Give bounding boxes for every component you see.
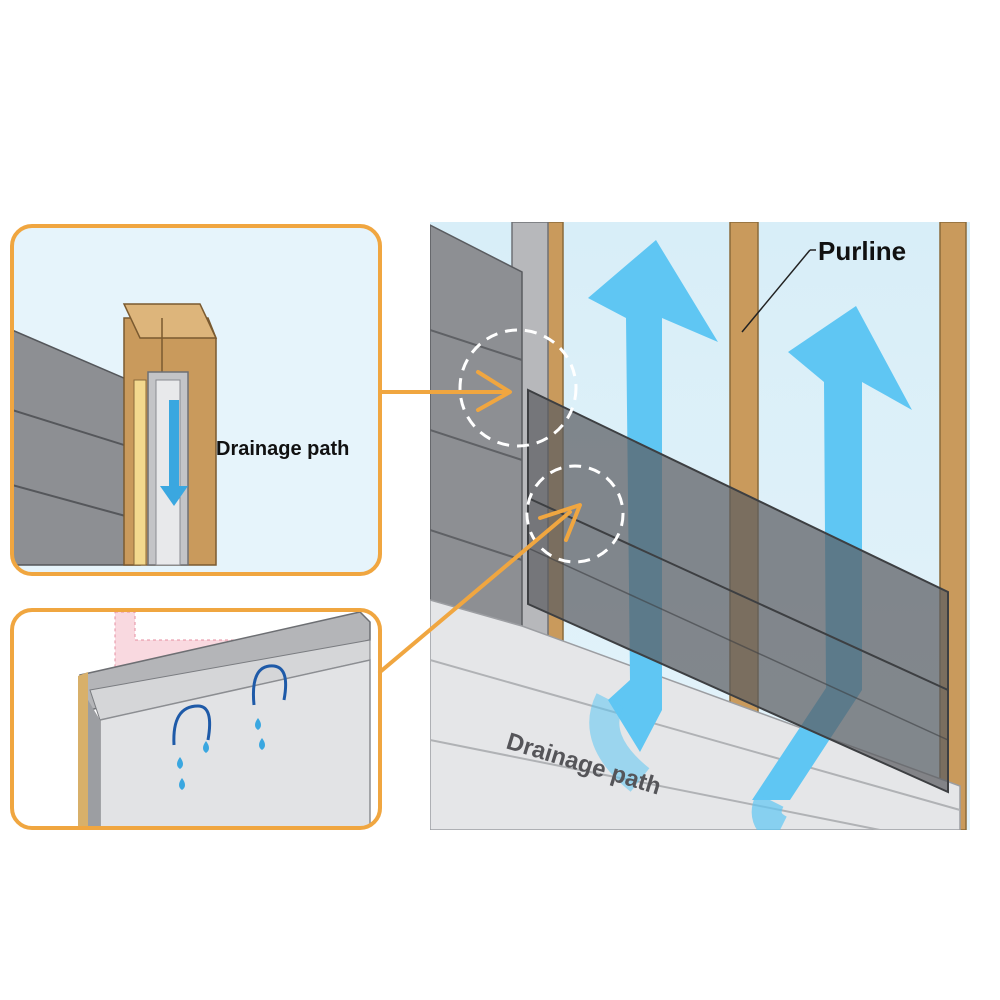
detail-circle-top xyxy=(458,328,578,448)
water-drop-icon xyxy=(177,718,265,790)
callout-border-bottom xyxy=(10,608,382,830)
main-illustration xyxy=(430,222,970,830)
detail-circle-bottom xyxy=(525,464,625,564)
callout-border-top xyxy=(10,224,382,576)
arrow-down-icon xyxy=(160,400,188,506)
callout-connectors xyxy=(378,370,582,674)
callout-drainage-detail: Drainage path xyxy=(10,224,382,576)
purline-leader-line xyxy=(741,249,811,333)
purline-label: Purline xyxy=(818,236,906,266)
drainage-path-detail-label: Drainage path xyxy=(216,438,349,460)
callout-water-detail xyxy=(10,608,382,830)
